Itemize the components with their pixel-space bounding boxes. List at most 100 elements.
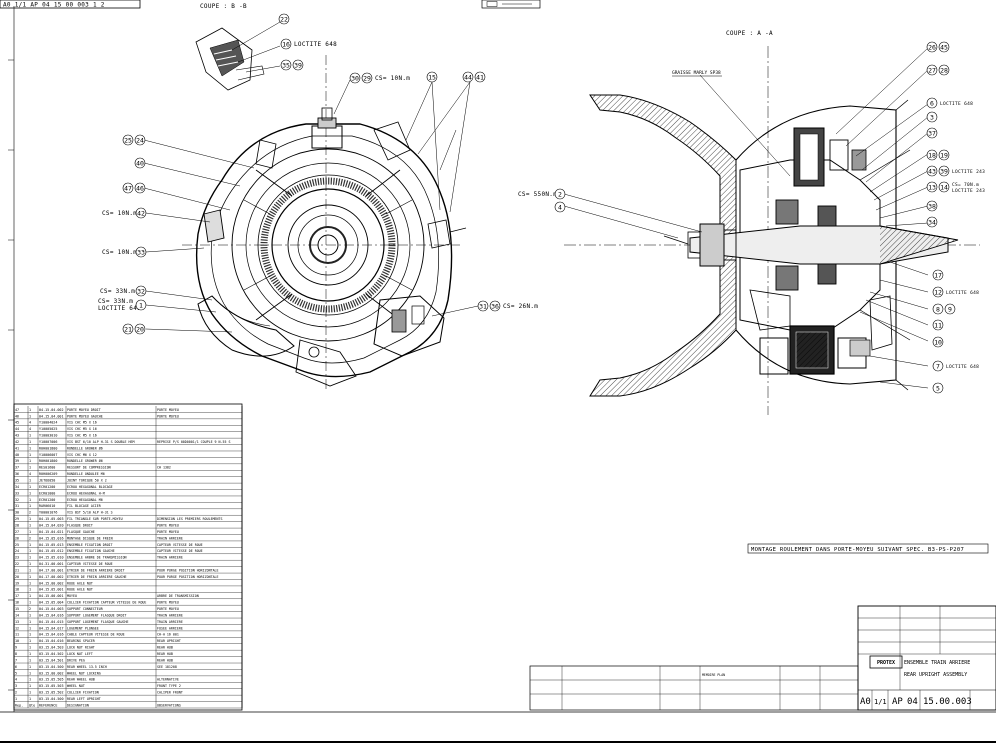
bom-reference: 03.15.04.500 xyxy=(39,697,64,701)
bom-reference: 03.15.04.503 xyxy=(39,646,64,650)
bom-designation: JOINT TORIQUE 50 X 2 xyxy=(67,479,107,483)
balloon-22: 22 xyxy=(278,13,290,25)
bom-reference: 04.15.04.003 xyxy=(39,607,64,611)
plan-note: MEMOIRE PLAN xyxy=(702,673,725,677)
bom-item-number: 15 xyxy=(15,607,19,611)
view-a-section xyxy=(564,46,980,415)
bom-reference: Y00001076 xyxy=(39,511,57,515)
balloon-33: 33 xyxy=(135,246,147,258)
balloon-26: 26 xyxy=(926,41,938,53)
svg-text:2: 2 xyxy=(558,190,562,198)
svg-text:35: 35 xyxy=(282,61,290,69)
bom-item-number: 7 xyxy=(15,658,17,662)
bom-observation: PORTE MOYEU xyxy=(157,601,179,605)
bom-reference: 04.17.00.002 xyxy=(39,575,64,579)
balloon-39: 39 xyxy=(292,59,304,71)
bom-designation: WHEEL NUT xyxy=(67,684,85,688)
bom-item-number: 46 xyxy=(15,414,19,418)
bom-designation: VIS BST 6/10 ALP H-31 S DOUBLE HEM xyxy=(67,440,135,444)
title-line-1: ENSEMBLE TRAIN ARRIERE xyxy=(904,660,970,666)
bom-quantity: 1 xyxy=(29,523,31,527)
bom-reference: 04.15.00.001 xyxy=(39,594,64,598)
balloon-7: 7 xyxy=(932,360,944,372)
bom-item-number: 5 xyxy=(15,671,17,675)
bom-designation: ECROU HEXAGONAL M6 xyxy=(67,498,103,502)
bom-reference: 04.15.00.002 xyxy=(39,581,64,585)
svg-text:36: 36 xyxy=(491,302,499,310)
svg-text:40: 40 xyxy=(136,159,144,167)
bom-item-number: 42 xyxy=(15,440,19,444)
bom-reference: R0H001800 xyxy=(39,459,57,463)
section-b-title: COUPE : B -B xyxy=(200,3,247,10)
bom-reference: 04.15.04.001 xyxy=(39,414,64,418)
bom-quantity: 1 xyxy=(29,504,31,508)
bom-designation: VIS CHC M5 X 16 xyxy=(67,421,97,425)
bom-observation: POUR PURGE POSITION HORIZONTALE xyxy=(157,568,219,572)
top-reference-text: A0 1/1 AP 04 15 00 003 1 2 xyxy=(3,2,105,9)
bom-observation: PORTE MOYEU xyxy=(157,408,179,412)
bom-item-number: 11 xyxy=(15,633,19,637)
bom-quantity: 1 xyxy=(29,568,31,572)
svg-text:34: 34 xyxy=(928,218,936,226)
bom-quantity: 2 xyxy=(29,607,31,611)
detail-inset xyxy=(195,27,265,91)
bom-quantity: 1 xyxy=(29,678,31,682)
torque-30-label: CS= 10N.m xyxy=(375,75,410,82)
view-b-balloons: 22 16 LOCTITE 648 35 39 30 29 CS= 10N.m … xyxy=(98,13,538,335)
bom-item-number: 22 xyxy=(15,562,19,566)
svg-text:3: 3 xyxy=(930,113,934,121)
svg-text:24: 24 xyxy=(136,136,144,144)
bom-designation: RONDELLE ONDULEE M6 xyxy=(67,472,105,476)
svg-text:45: 45 xyxy=(940,43,948,51)
bom-observation: REAR UPRIGHT xyxy=(157,639,181,643)
bom-quantity: 2 xyxy=(29,511,31,515)
bom-item-number: 9 xyxy=(15,646,17,650)
bom-quantity: 1 xyxy=(29,684,31,688)
bom-observation: REPRISE P/S 00D0001/1 COUPLE 9 N-55 S xyxy=(157,440,230,444)
view-b-upright xyxy=(182,27,467,392)
bom-reference: 04.15.05.001 xyxy=(39,588,64,592)
bom-reference: 04.15.04.020 xyxy=(39,523,64,527)
bom-observation: CAPTEUR VITESSE DE ROUE xyxy=(157,549,203,553)
balloon-45: 45 xyxy=(938,41,950,53)
torque-31-label: CS= 26N.m xyxy=(503,303,538,310)
bom-quantity: 1 xyxy=(29,646,31,650)
balloon-46: 46 xyxy=(134,182,146,194)
bom-quantity: 1 xyxy=(29,626,31,630)
bom-observation: CAPTEUR VITESSE DE ROUE xyxy=(157,543,203,547)
bom-quantity: 1 xyxy=(29,479,31,483)
bom-reference: 04.15.04.016 xyxy=(39,633,64,637)
cs-14-loctite: LOCTITE 243 xyxy=(952,188,985,194)
bom-item-number: 17 xyxy=(15,594,19,598)
bom-reference: 04.15.04.016 xyxy=(39,639,64,643)
bom-designation: RONDELLE GROWER Ø6 xyxy=(67,458,103,463)
svg-text:19: 19 xyxy=(940,151,948,159)
svg-text:26: 26 xyxy=(928,43,936,51)
bom-item-number: 26 xyxy=(15,536,19,540)
bom-designation: REAR WHEEL 13.5 INCH xyxy=(67,665,107,669)
balloon-38: 38 xyxy=(926,200,938,212)
bom-quantity: 1 xyxy=(29,581,31,585)
balloon-19: 19 xyxy=(938,149,950,161)
svg-text:33: 33 xyxy=(137,248,145,256)
bom-quantity: 1 xyxy=(29,517,31,521)
bom-item-number: 31 xyxy=(15,504,19,508)
bom-observation: TRAIN ARRIERE xyxy=(157,556,183,560)
bom-designation: VIS CHC M6 X 12 xyxy=(67,453,97,457)
svg-text:47: 47 xyxy=(124,184,132,192)
bom-designation: DRIVE PEG xyxy=(67,658,85,662)
bom-designation: ECROU HEXAGONAL BLOCAGE xyxy=(67,485,113,489)
bom-reference: R0H006209 xyxy=(39,472,57,476)
bom-designation: ETRIER DE FREIN ARRIERE DROIT xyxy=(67,568,125,572)
bom-quantity: 1 xyxy=(29,543,31,547)
